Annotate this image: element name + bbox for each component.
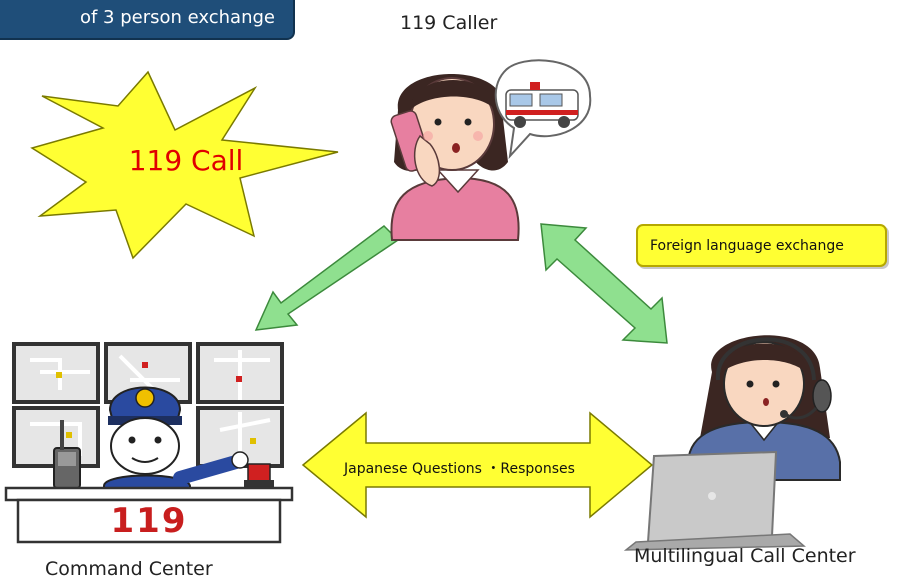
command-center-label: Command Center (45, 558, 213, 580)
arrow-caller-multilingual (540, 223, 668, 344)
exchange-arrow-label: Japanese Questions ・Responses (344, 461, 575, 477)
command-center-illustration (4, 342, 294, 544)
multilingual-label: Multilingual Call Center (634, 545, 856, 567)
arrow-command-multilingual (301, 411, 654, 519)
call-burst-text: 119 Call (128, 144, 244, 177)
call-burst-shape (30, 70, 339, 260)
diagram-title: of 3 person exchange (0, 0, 295, 40)
arrow-caller-to-command (254, 225, 400, 331)
caller-illustration (390, 59, 592, 241)
command-sign: 119 (110, 501, 188, 541)
foreign-language-note: Foreign language exchange (636, 224, 887, 267)
operator-illustration (623, 335, 841, 551)
caller-label: 119 Caller (400, 12, 498, 34)
